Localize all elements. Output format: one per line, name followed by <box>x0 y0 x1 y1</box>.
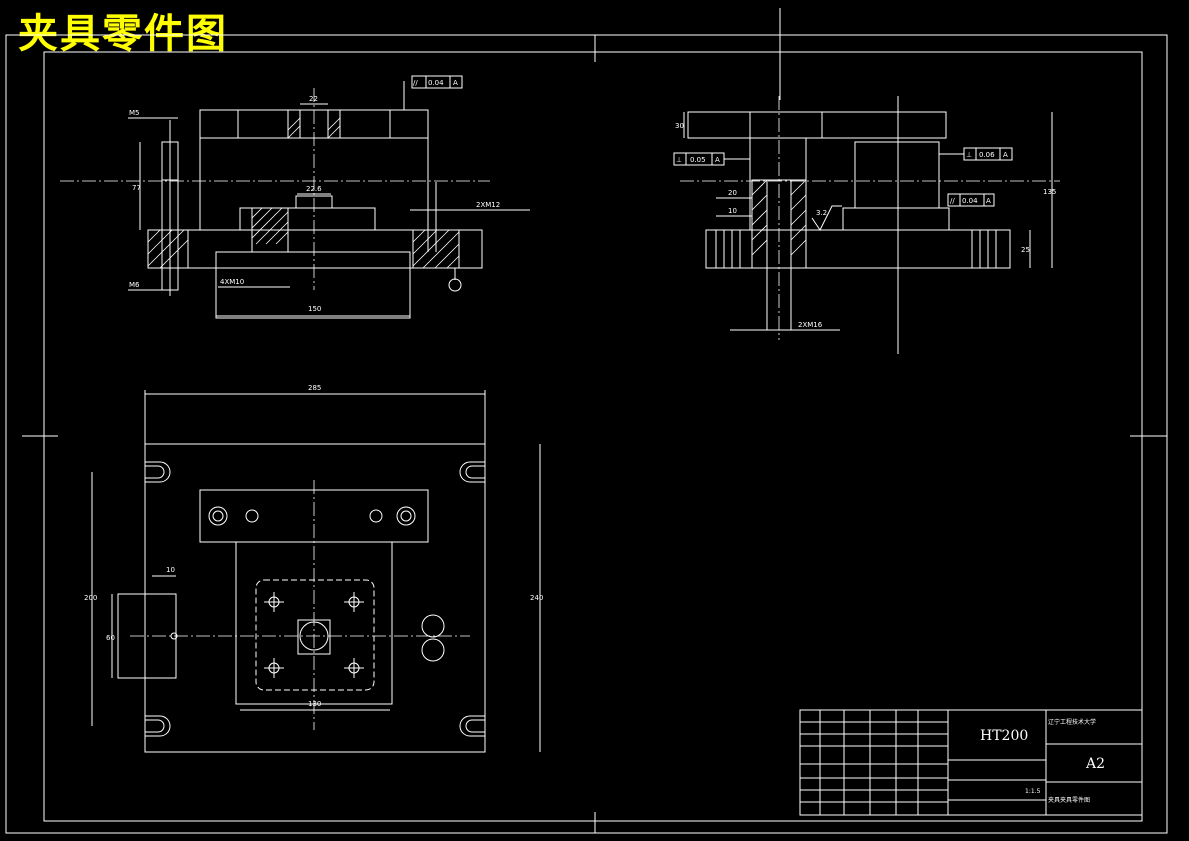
datum-a-side-right: A <box>1003 151 1008 159</box>
school-name: 辽宁工程技术大学 <box>1048 718 1096 726</box>
dim-20-side: 20 <box>728 189 737 197</box>
dim-285: 285 <box>308 384 321 392</box>
dim-2xm12: 2XM12 <box>476 201 500 209</box>
dim-30-side: 30 <box>675 122 684 130</box>
roughness-value: 3.2 <box>816 209 827 217</box>
dim-25: 25 <box>1021 246 1030 254</box>
svg-text://: // <box>413 79 418 87</box>
dim-60: 60 <box>106 634 115 642</box>
side-view: 30 20 10 135 25 2XM16 ⊥ 0.05 A ⊥ 0.06 A … <box>673 96 1060 354</box>
dim-2xm16: 2XM16 <box>798 321 823 329</box>
datum-a-front: A <box>453 79 458 87</box>
dim-200: 200 <box>84 594 97 602</box>
datum-a-side-parallel: A <box>986 197 991 205</box>
front-view: 22 22.6 150 M5 M6 77 4XM10 2XM12 // 0.04… <box>60 75 530 319</box>
datum-a-side-left: A <box>715 156 720 164</box>
top-view: 285 240 200 10 60 130 <box>84 384 543 753</box>
tol-perp-right: 0.06 <box>979 151 995 159</box>
dim-22-6: 22.6 <box>306 185 322 193</box>
svg-text:⊥: ⊥ <box>676 156 682 164</box>
dim-135: 135 <box>1043 188 1056 196</box>
title-block: HT200 辽宁工程技术大学 A2 夹具夹具零件图 1:1.5 <box>799 709 1143 816</box>
dim-150: 150 <box>308 305 321 313</box>
dim-22: 22 <box>309 95 318 103</box>
tol-perp-left: 0.05 <box>690 156 706 164</box>
dim-4xm10: 4XM10 <box>220 278 244 286</box>
svg-text://: // <box>950 197 955 205</box>
drawing-frame <box>5 8 1168 834</box>
sheet-size: A2 <box>1085 756 1105 772</box>
dim-10-top: 10 <box>166 566 175 574</box>
dim-240: 240 <box>530 594 543 602</box>
tol-parallel-front: 0.04 <box>428 79 444 87</box>
drawing-name: 夹具夹具零件图 <box>1048 796 1090 804</box>
dim-10-side: 10 <box>728 207 737 215</box>
dim-77: 77 <box>132 184 141 192</box>
tol-parallel-side: 0.04 <box>962 197 978 205</box>
dim-130: 130 <box>308 700 321 708</box>
material-text: HT200 <box>980 728 1028 744</box>
scale-text: 1:1.5 <box>1025 788 1041 795</box>
svg-text:⊥: ⊥ <box>966 151 972 159</box>
dim-m6: M6 <box>129 281 140 289</box>
dim-m5: M5 <box>129 109 140 117</box>
page-title: 夹具零件图 <box>18 10 228 57</box>
